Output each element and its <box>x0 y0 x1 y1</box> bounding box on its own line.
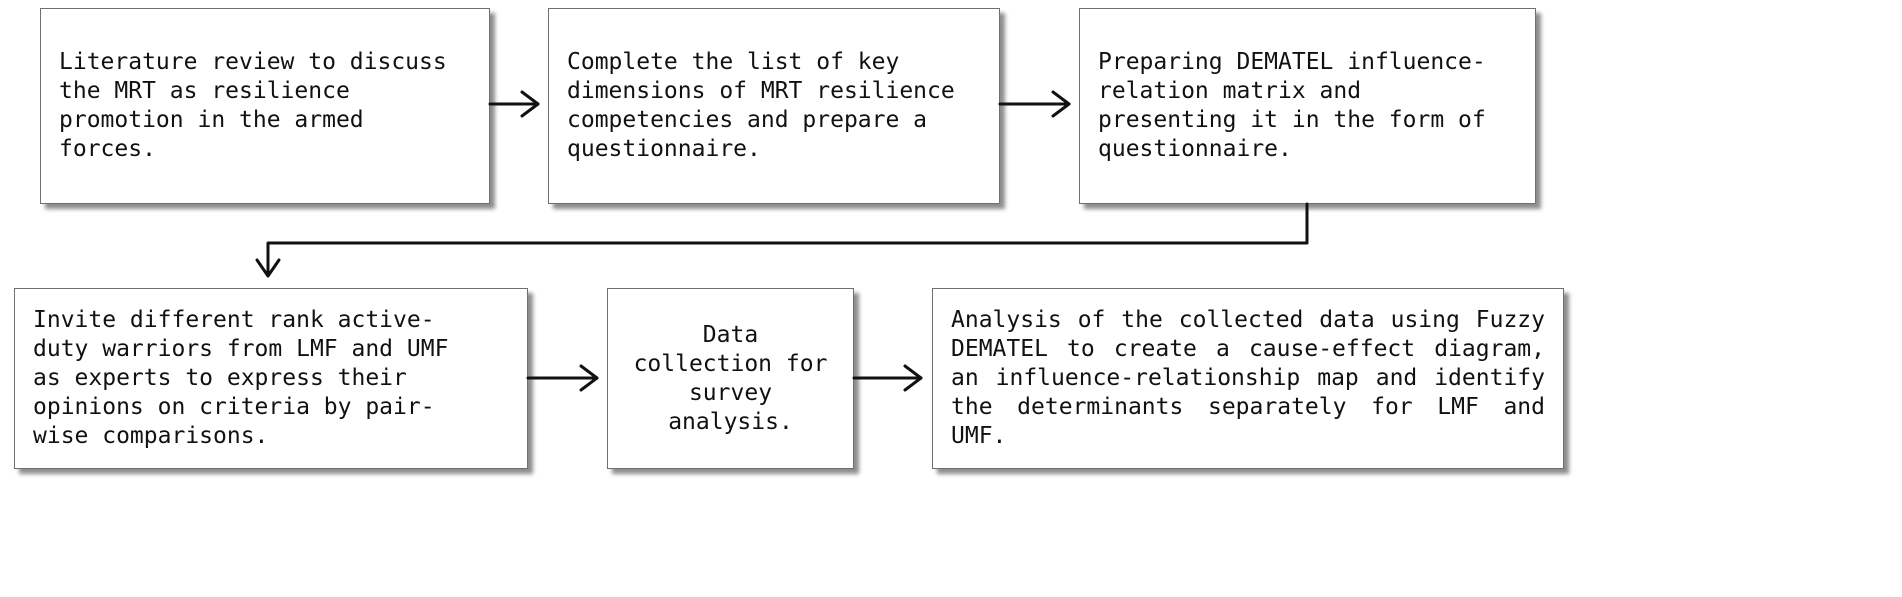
step-6-fuzzy-dematel-analysis: Analysis of the collected data using Fuz… <box>932 288 1564 469</box>
step-3-text: Preparing DEMATEL influence- relation ma… <box>1098 49 1486 162</box>
step-1-text: Literature review to discuss the MRT as … <box>59 49 447 162</box>
step-3-dematel-matrix: Preparing DEMATEL influence- relation ma… <box>1079 8 1536 204</box>
arrow-step3-to-step4 <box>255 202 1309 278</box>
arrow-step2-to-step3 <box>998 90 1071 118</box>
step-2-dimensions-questionnaire: Complete the list of key dimensions of M… <box>548 8 1000 204</box>
step-5-text: Data collection for survey analysis. <box>633 321 828 435</box>
arrow-step5-to-step6 <box>852 364 923 392</box>
step-4-invite-experts: Invite different rank active- duty warri… <box>14 288 528 469</box>
step-5-data-collection: Data collection for survey analysis. <box>607 288 854 469</box>
step-4-text: Invite different rank active- duty warri… <box>33 307 449 449</box>
step-1-literature-review: Literature review to discuss the MRT as … <box>40 8 490 204</box>
step-6-text: Analysis of the collected data using Fuz… <box>951 307 1545 449</box>
arrow-step4-to-step5 <box>526 364 599 392</box>
arrow-step1-to-step2 <box>488 90 540 118</box>
step-2-text: Complete the list of key dimensions of M… <box>567 49 955 162</box>
